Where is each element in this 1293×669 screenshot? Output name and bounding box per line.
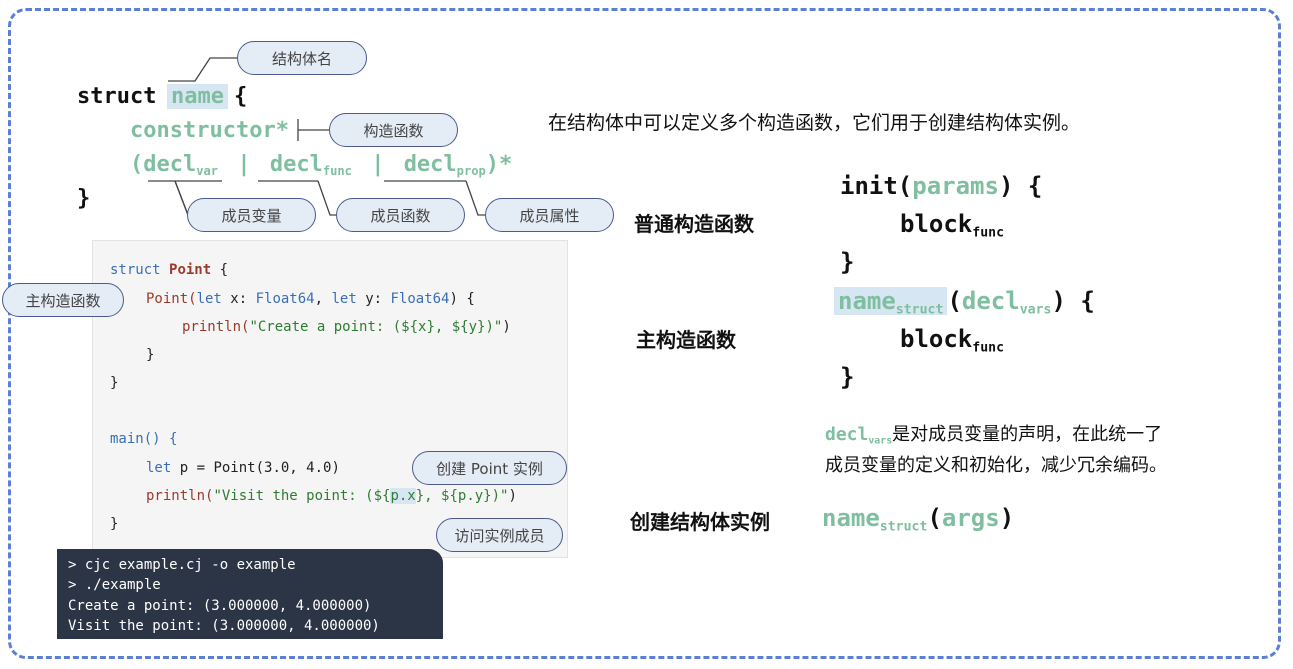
separator-1: | xyxy=(237,152,251,177)
code-line-1: struct Point { xyxy=(110,262,229,278)
decl-var: (declvar xyxy=(130,152,219,179)
decl-func: declfunc xyxy=(269,152,352,179)
callout-member-func: 成员函数 xyxy=(336,198,465,232)
init-close: } xyxy=(840,248,855,276)
terminal-output: > cjc example.cj -o example > ./example … xyxy=(57,549,443,639)
normal-ctor-label: 普通构造函数 xyxy=(634,212,754,236)
code-line-7: let p = Point(3.0, 4.0) xyxy=(146,460,340,476)
separator-2: | xyxy=(371,152,385,177)
primary-ctor-label: 主构造函数 xyxy=(636,328,736,352)
decl-syntax: (declvar | declfunc | declprop)* xyxy=(130,152,512,178)
struct-keyword: struct xyxy=(77,84,157,109)
terminal-line-1: > cjc example.cj -o example xyxy=(68,557,296,573)
init-block: blockfunc xyxy=(900,210,1005,241)
callout-create-instance: 创建 Point 实例 xyxy=(412,451,567,485)
callout-member-var: 成员变量 xyxy=(187,198,316,232)
terminal-line-4: Visit the point: (3.000000, 4.000000) xyxy=(68,618,380,634)
init-line: init(params) { xyxy=(840,172,1043,200)
open-brace: { xyxy=(234,84,248,109)
code-line-3: println("Create a point: (${x}, ${y})") xyxy=(182,319,511,335)
code-line-2: Point(let x: Float64, let y: Float64) { xyxy=(146,291,475,307)
code-line-9: } xyxy=(110,516,119,532)
primary-ctor-close: } xyxy=(840,363,855,391)
decl-vars-note-line2: 成员变量的定义和初始化，减少冗余编码。 xyxy=(825,455,1167,476)
struct-name: name xyxy=(167,84,228,109)
code-line-4: } xyxy=(146,347,155,363)
primary-ctor-block: blockfunc xyxy=(900,325,1005,356)
decl-prop: declprop)* xyxy=(403,152,513,179)
diagram-frame xyxy=(8,8,1281,659)
callout-access-member: 访问实例成员 xyxy=(436,518,563,552)
code-line-5: } xyxy=(110,375,119,391)
code-block: struct Point { Point(let x: Float64, let… xyxy=(92,240,568,558)
callout-struct-name: 结构体名 xyxy=(237,41,367,75)
decl-vars-note-line1: declvars是对成员变量的声明，在此统一了 xyxy=(825,424,1163,447)
code-line-6: main() { xyxy=(110,431,178,447)
callout-primary-ctor: 主构造函数 xyxy=(2,283,124,317)
create-instance-syntax: namestruct(args) xyxy=(822,504,1015,535)
primary-ctor-line: namestruct(declvars) { xyxy=(834,287,1095,318)
create-instance-label: 创建结构体实例 xyxy=(630,510,770,534)
description-text: 在结构体中可以定义多个构造函数，它们用于创建结构体实例。 xyxy=(548,112,1081,134)
close-brace: } xyxy=(77,186,91,211)
terminal-line-3: Create a point: (3.000000, 4.000000) xyxy=(68,598,372,614)
terminal-line-2: > ./example xyxy=(68,577,161,593)
callout-constructor: 构造函数 xyxy=(329,113,458,147)
constructor-syntax: constructor* xyxy=(130,118,289,143)
code-line-8: println("Visit the point: (${p.x}, ${p.y… xyxy=(146,488,517,504)
callout-member-prop: 成员属性 xyxy=(485,198,614,232)
